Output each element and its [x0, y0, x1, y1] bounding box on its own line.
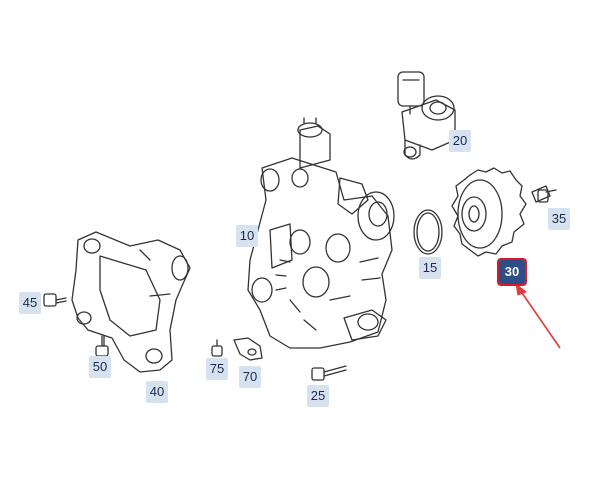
part-label-45[interactable]: 45	[19, 292, 41, 314]
part-15-oring-drawing	[413, 209, 443, 255]
part-10-pump-drawing	[247, 117, 395, 349]
part-70-clip-drawing	[233, 337, 263, 361]
part-25-bolt-drawing	[311, 365, 347, 381]
part-label-70[interactable]: 70	[239, 366, 261, 388]
part-label-40[interactable]: 40	[146, 381, 168, 403]
part-label-30-selected[interactable]: 30	[497, 258, 527, 286]
part-label-10[interactable]: 10	[236, 225, 258, 247]
pointer-arrow-icon	[515, 282, 561, 349]
part-label-50[interactable]: 50	[89, 356, 111, 378]
part-45-bolt-drawing	[43, 293, 67, 307]
part-75-bolt-drawing	[211, 339, 223, 357]
part-40-bracket-drawing	[71, 231, 191, 373]
part-35-bolt-drawing	[531, 185, 557, 203]
part-50-bolt-drawing	[95, 335, 109, 357]
part-label-20[interactable]: 20	[449, 130, 471, 152]
part-label-75[interactable]: 75	[206, 358, 228, 380]
part-20-valve-drawing	[397, 71, 456, 160]
part-30-gear-drawing	[451, 167, 527, 257]
part-label-15[interactable]: 15	[419, 257, 441, 279]
part-label-35[interactable]: 35	[548, 208, 570, 230]
part-label-25[interactable]: 25	[307, 385, 329, 407]
